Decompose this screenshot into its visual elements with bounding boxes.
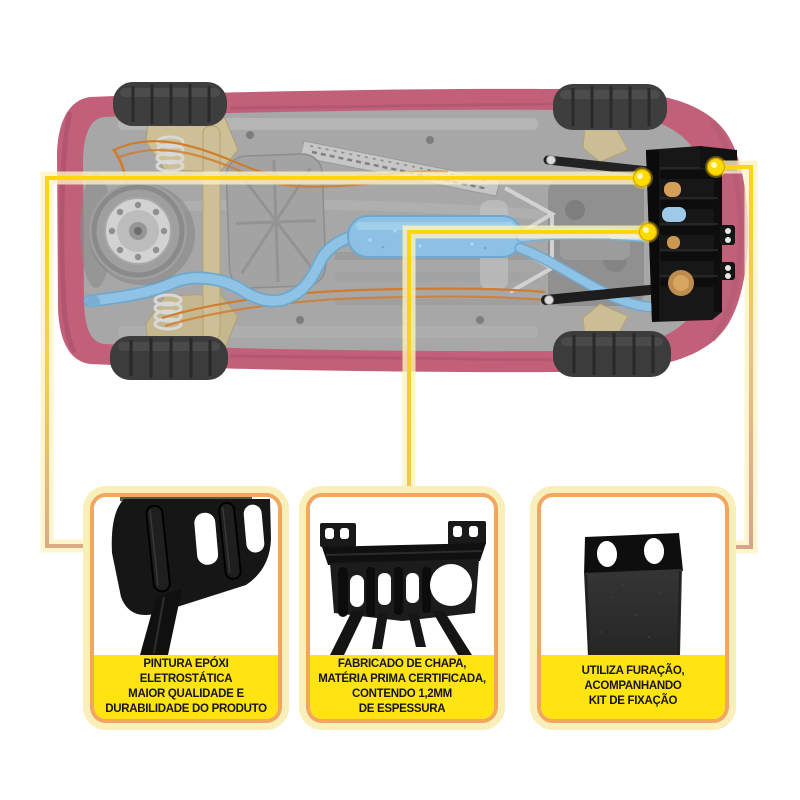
feature-card-sheet-metal: FABRICADO DE CHAPA, MATÉRIA PRIMA CERTIF… <box>306 493 498 723</box>
callout-line-left <box>45 176 642 548</box>
plate-slot-opening <box>667 236 680 249</box>
callout-line-right <box>716 165 753 549</box>
coil-spring-rear-top <box>155 135 185 173</box>
skid-plate-photo <box>310 497 494 655</box>
feature-card-fixing-kit: UTILIZA FURAÇÃO, ACOMPANHANDO KIT DE FIX… <box>537 493 729 723</box>
feature-text-line: MATÉRIA PRIMA CERTIFICADA, <box>318 673 486 685</box>
epoxy-paint-closeup-photo <box>94 497 278 655</box>
skid-plate-installed <box>646 146 737 322</box>
tire-front-top <box>553 84 667 130</box>
plate-slot-opening <box>664 182 681 197</box>
feature-text-line: MAIOR QUALIDADE E <box>128 688 244 700</box>
spare-wheel <box>89 182 195 285</box>
feature-text-line: ELETROSTÁTICA <box>139 673 233 685</box>
tire-front-bottom <box>553 331 671 377</box>
feature-text-line: CONTENDO 1,2MM <box>352 688 452 700</box>
feature-text-line: PINTURA EPÓXI <box>143 658 229 670</box>
plate-closeup-art <box>111 497 271 655</box>
tire-rear-top <box>113 82 227 126</box>
feature-label-epoxy-paint: PINTURA EPÓXI ELETROSTÁTICA MAIOR QUALID… <box>94 655 278 719</box>
tire-rear-bottom <box>110 336 228 380</box>
feature-text-line: DURABILIDADE DO PRODUTO <box>105 703 267 715</box>
mounting-bracket-photo <box>541 497 725 655</box>
callout-marker-left <box>631 167 653 189</box>
callout-marker-right <box>705 156 727 178</box>
coil-spring-rear-bottom <box>153 293 183 331</box>
tires <box>110 82 671 380</box>
feature-text-line: DE ESPESSURA <box>358 703 446 715</box>
feature-card-epoxy-paint: PINTURA EPÓXI ELETROSTÁTICA MAIOR QUALID… <box>90 493 282 723</box>
feature-text-line: ACOMPANHANDO <box>584 680 682 692</box>
plate-slot-opening <box>662 207 686 222</box>
mounting-bracket-art <box>584 533 683 655</box>
callout-marker-center <box>637 221 659 243</box>
plate-side-mount-tabs <box>720 225 735 280</box>
callout-line-center <box>407 230 648 493</box>
feature-text-line: KIT DE FIXAÇÃO <box>588 695 678 707</box>
feature-label-sheet-metal: FABRICADO DE CHAPA, MATÉRIA PRIMA CERTIF… <box>310 655 494 719</box>
feature-text-line: FABRICADO DE CHAPA, <box>337 658 467 670</box>
feature-text-line: UTILIZA FURAÇÃO, <box>581 665 685 677</box>
skid-plate-art <box>320 521 486 655</box>
feature-label-fixing-kit: UTILIZA FURAÇÃO, ACOMPANHANDO KIT DE FIX… <box>541 655 725 719</box>
